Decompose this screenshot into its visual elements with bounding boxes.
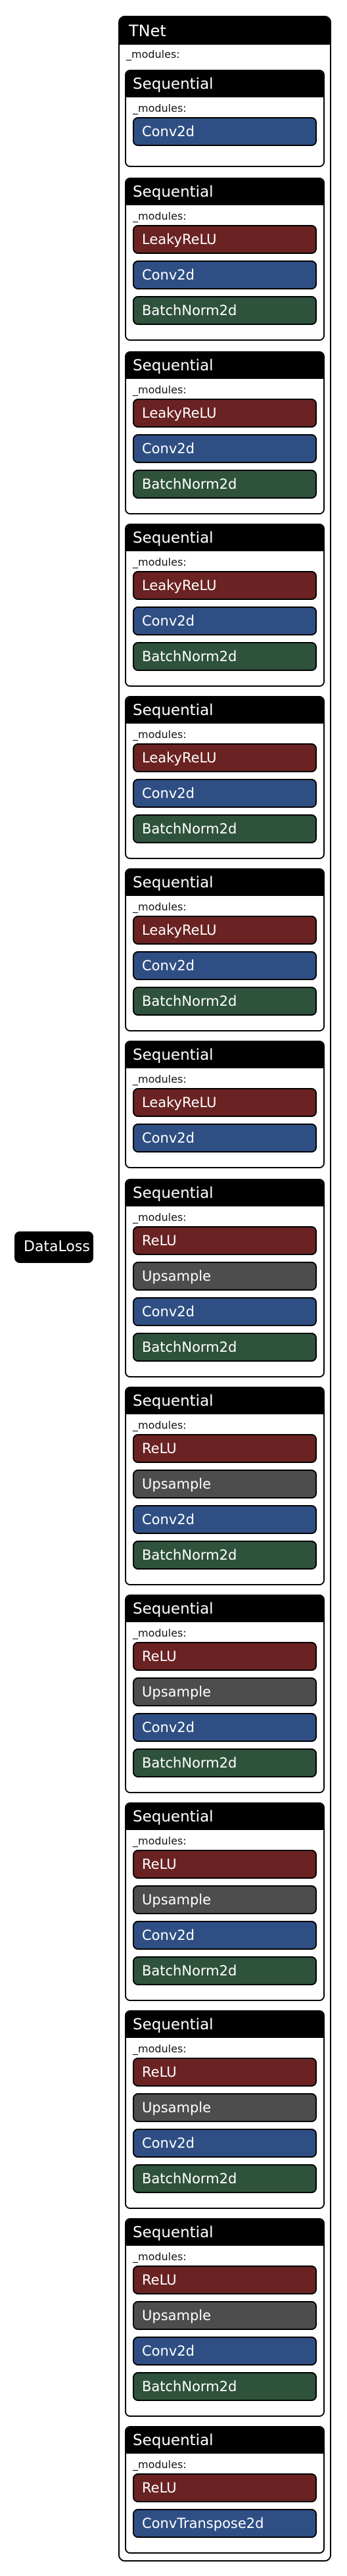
module-conv2d: Conv2d	[133, 434, 317, 463]
sequential-modules-label: _modules:	[133, 1835, 187, 1847]
sequential-modules-label: _modules:	[133, 2458, 187, 2471]
sequential-title: Sequential	[126, 1180, 323, 1206]
module-upsample: Upsample	[133, 1885, 317, 1914]
module-upsample: Upsample	[133, 1262, 317, 1291]
module-conv2d: Conv2d	[133, 2337, 317, 2365]
tnet-modules-label: _modules:	[126, 48, 180, 61]
sequential-block: Sequential _modules: Conv2d	[125, 70, 325, 167]
sequential-modules-label: _modules:	[133, 1073, 187, 1085]
module-conv2d: Conv2d	[133, 260, 317, 289]
sequential-title: Sequential	[126, 2012, 323, 2038]
module-relu: ReLU	[133, 1850, 317, 1879]
module-batchnorm2d: BatchNorm2d	[133, 1956, 317, 1985]
dataloss-node: DataLoss	[14, 1231, 93, 1263]
module-conv2d: Conv2d	[133, 1921, 317, 1950]
module-relu: ReLU	[133, 2473, 317, 2502]
sequential-title: Sequential	[126, 1042, 323, 1068]
module-conv2d: Conv2d	[133, 1713, 317, 1742]
sequential-title: Sequential	[126, 525, 323, 551]
module-batchnorm2d: BatchNorm2d	[133, 2164, 317, 2193]
module-upsample: Upsample	[133, 2093, 317, 2122]
tnet-container: TNet _modules: Sequential _modules: Conv2d…	[118, 16, 331, 2562]
module-upsample: Upsample	[133, 1470, 317, 1499]
sequential-block: Sequential _modules: LeakyReLU Conv2d	[125, 1041, 325, 1168]
module-conv2d: Conv2d	[133, 779, 317, 808]
sequential-title: Sequential	[126, 870, 323, 896]
module-batchnorm2d: BatchNorm2d	[133, 2372, 317, 2401]
module-batchnorm2d: BatchNorm2d	[133, 1541, 317, 1570]
module-upsample: Upsample	[133, 2301, 317, 2330]
sequential-title: Sequential	[126, 1596, 323, 1622]
module-convtranspose2d: ConvTranspose2d	[133, 2509, 317, 2538]
module-batchnorm2d: BatchNorm2d	[133, 470, 317, 499]
module-batchnorm2d: BatchNorm2d	[133, 1748, 317, 1777]
sequential-modules-label: _modules:	[133, 210, 187, 222]
sequential-modules-label: _modules:	[133, 2250, 187, 2263]
module-leakyrelu: LeakyReLU	[133, 916, 317, 945]
sequential-title: Sequential	[126, 1804, 323, 1830]
module-batchnorm2d: BatchNorm2d	[133, 1333, 317, 1362]
sequential-title: Sequential	[126, 179, 323, 205]
tnet-title: TNet	[120, 17, 330, 45]
module-leakyrelu: LeakyReLU	[133, 399, 317, 428]
module-leakyrelu: LeakyReLU	[133, 225, 317, 254]
module-relu: ReLU	[133, 2266, 317, 2294]
module-relu: ReLU	[133, 1434, 317, 1463]
module-upsample: Upsample	[133, 1677, 317, 1706]
module-relu: ReLU	[133, 2058, 317, 2087]
module-batchnorm2d: BatchNorm2d	[133, 296, 317, 325]
module-batchnorm2d: BatchNorm2d	[133, 642, 317, 671]
module-conv2d: Conv2d	[133, 2129, 317, 2158]
module-batchnorm2d: BatchNorm2d	[133, 814, 317, 843]
sequential-modules-label: _modules:	[133, 556, 187, 568]
sequential-modules-label: _modules:	[133, 384, 187, 396]
sequential-title: Sequential	[126, 353, 323, 379]
sequential-title: Sequential	[126, 1388, 323, 1414]
module-leakyrelu: LeakyReLU	[133, 743, 317, 772]
module-leakyrelu: LeakyReLU	[133, 1088, 317, 1117]
sequential-modules-label: _modules:	[133, 1211, 187, 1224]
module-relu: ReLU	[133, 1642, 317, 1671]
sequential-modules-label: _modules:	[133, 1419, 187, 1431]
sequential-modules-label: _modules:	[133, 2043, 187, 2055]
module-conv2d: Conv2d	[133, 117, 317, 146]
sequential-block: Sequential _modules: ReLU ConvTranspose2d	[125, 2426, 325, 2554]
sequential-title: Sequential	[126, 2427, 323, 2454]
module-leakyrelu: LeakyReLU	[133, 571, 317, 600]
module-conv2d: Conv2d	[133, 1505, 317, 1534]
sequential-title: Sequential	[126, 2219, 323, 2246]
sequential-modules-label: _modules:	[133, 901, 187, 913]
sequential-modules-label: _modules:	[133, 1627, 187, 1639]
module-conv2d: Conv2d	[133, 951, 317, 980]
sequential-modules-label: _modules:	[133, 728, 187, 741]
module-conv2d: Conv2d	[133, 1297, 317, 1326]
sequential-title: Sequential	[126, 71, 323, 97]
module-conv2d: Conv2d	[133, 1124, 317, 1152]
module-batchnorm2d: BatchNorm2d	[133, 987, 317, 1016]
module-conv2d: Conv2d	[133, 607, 317, 635]
sequential-title: Sequential	[126, 697, 323, 724]
module-relu: ReLU	[133, 1226, 317, 1255]
sequential-modules-label: _modules:	[133, 102, 187, 114]
